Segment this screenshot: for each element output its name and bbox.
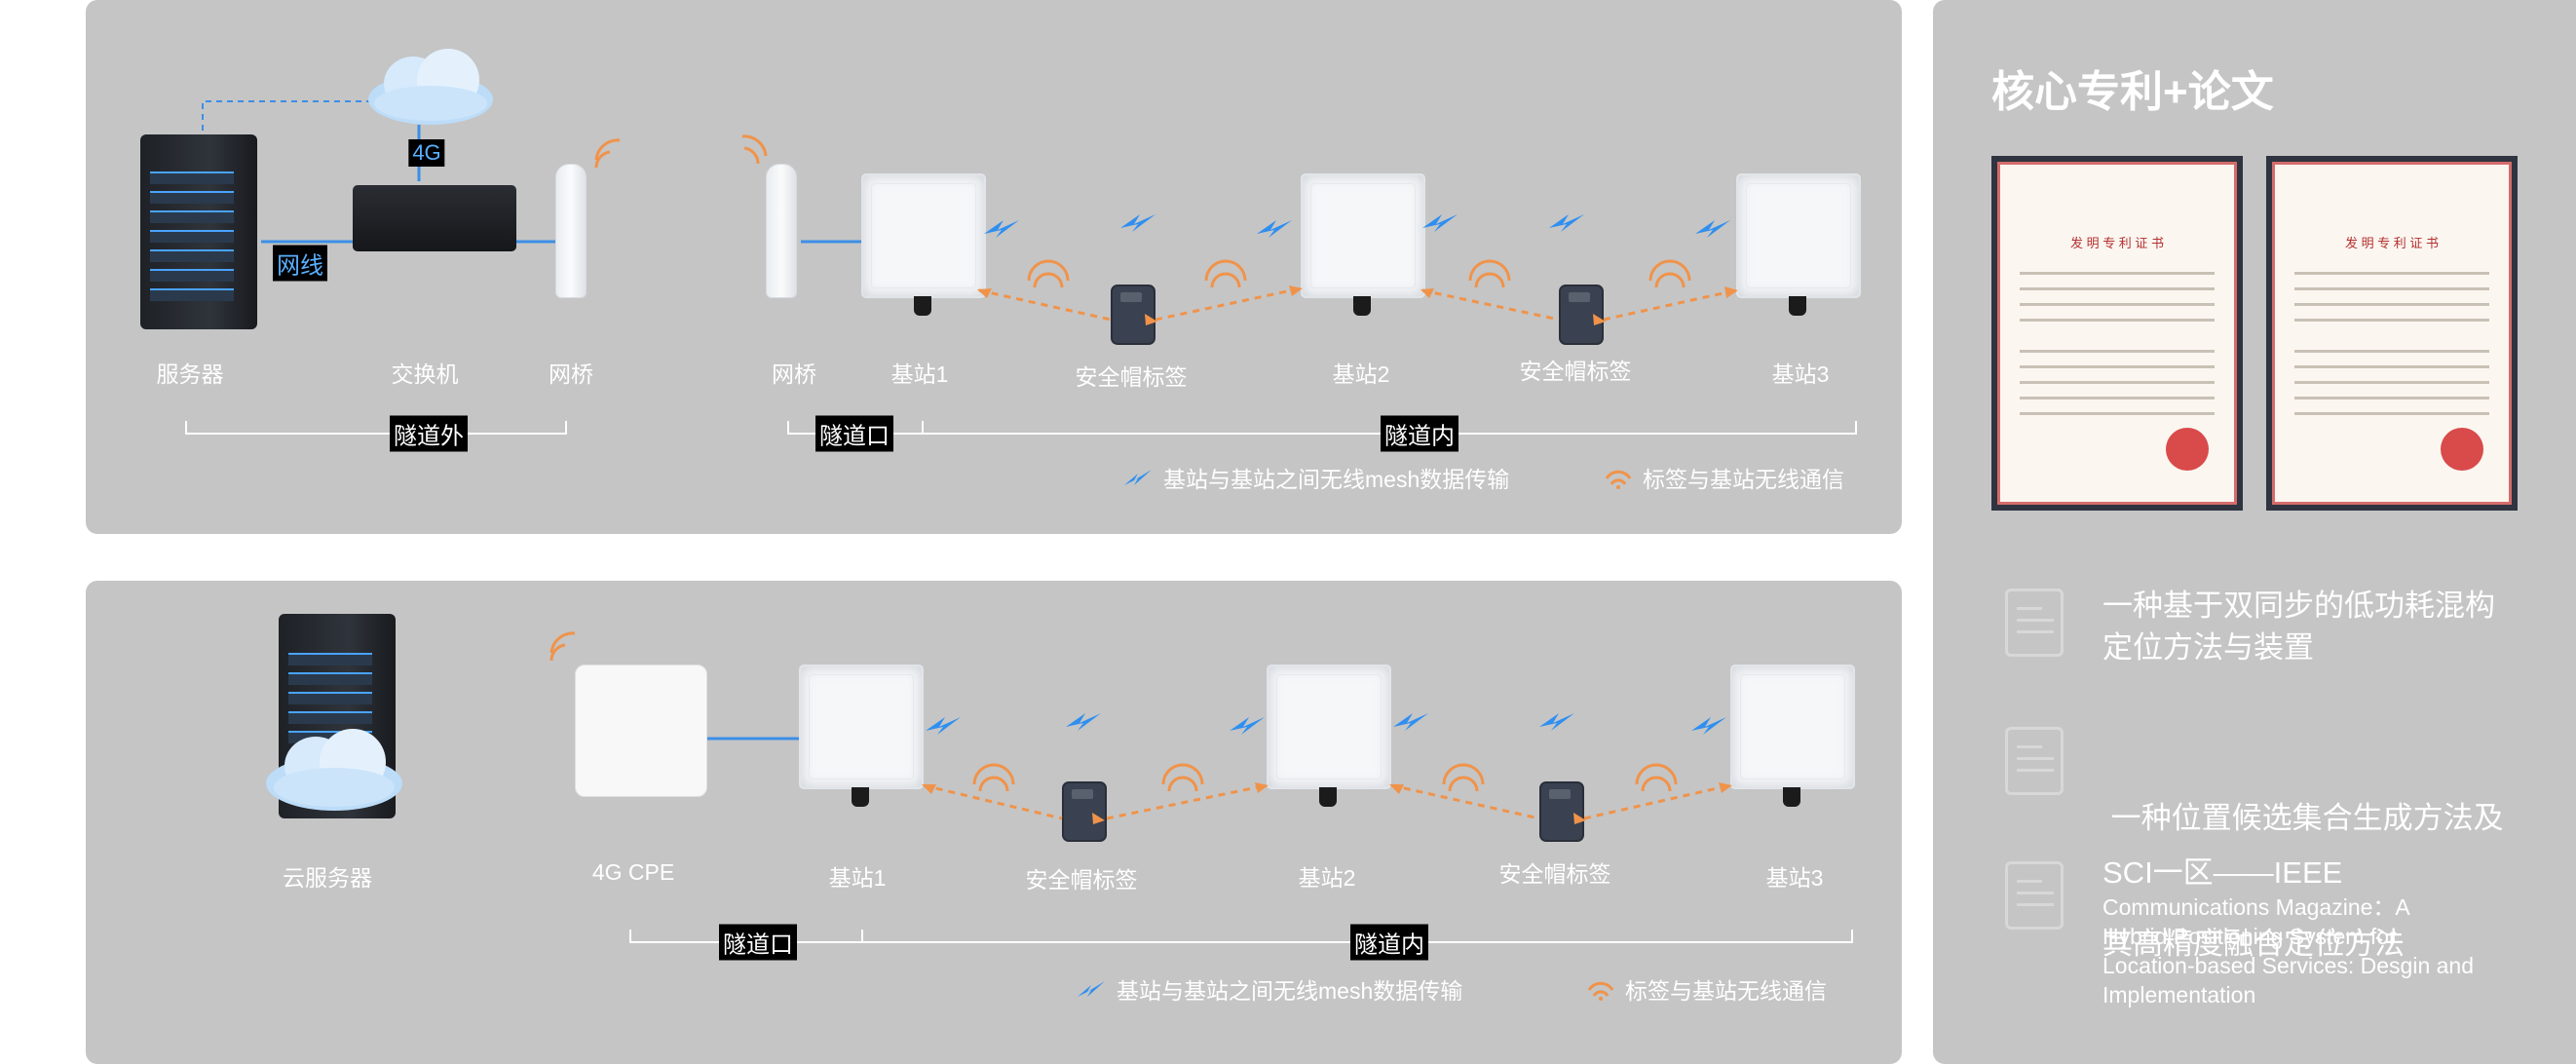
bridge-out-icon [555,164,587,298]
paper-title: Communications Magazine：A Hybrid Positio… [2102,893,2474,1009]
top-helmet-tag-2-icon [1559,285,1604,345]
bottom-label-bs3: 基站3 [1765,865,1824,891]
cable-link-label: 网线 [273,245,327,282]
top-station-2-icon [1301,173,1425,316]
top-segment-outside: 隧道外 [390,415,468,452]
mesh-icon [1124,470,1152,485]
paper-line-3: Hybrid Positioning System for [2102,924,2397,949]
document-icon [2005,589,2064,657]
top-label-bridge-in: 网桥 [772,361,816,387]
top-legend-mesh: 基站与基站之间无线mesh数据传输 [1124,461,1509,494]
patent-2-line-2: 其高精度融合定位方法 [2102,927,2405,961]
top-label-bs1: 基站1 [890,361,949,387]
top-bracket-tunnel [787,421,1857,435]
document-icon [2005,727,2064,795]
mesh-icons [984,214,1730,238]
bottom-label-bs1: 基站1 [828,865,887,891]
top-segment-inside: 隧道内 [1381,415,1458,452]
bottom-station-2-icon [1267,665,1391,807]
certificate-heading: 发 明 专 利 证 书 [2344,236,2440,250]
patent-1-line-2: 定位方法与装置 [2102,630,2314,665]
paper-line-4: Location-based Services: Desgin and [2102,953,2475,978]
patent-2-line-1: 一种位置候选集合生成方法及 [2102,801,2504,835]
mesh-icons [926,713,1726,735]
top-bracket-divider [922,421,924,435]
top-bracket-outside [185,421,567,435]
wifi-icons [594,134,1691,288]
top-label-bs3: 基站3 [1771,361,1830,387]
seal-icon [2441,428,2483,471]
top-label-bs2: 基站2 [1332,361,1390,387]
wifi-icon [1587,981,1614,1001]
wifi-icons [549,631,1678,792]
top-station-3-icon [1736,173,1861,316]
patent-1-line-1: 一种基于双同步的低功耗混构 [2102,589,2495,623]
switch-icon [353,185,516,251]
patents-title: 核心专利+论文 [1991,68,2274,116]
legend-mesh-text: 基站与基站之间无线mesh数据传输 [1163,467,1510,492]
seal-icon [2166,428,2209,471]
top-label-server: 服务器 [156,361,224,387]
certificate-heading: 发 明 专 利 证 书 [2069,236,2165,250]
bottom-station-3-icon [1730,665,1855,807]
patent-1-title: 一种基于双同步的低功耗混构 定位方法与装置 [2102,585,2495,668]
top-label-bridge-out: 网桥 [549,361,593,387]
legend-tag-text: 标签与基站无线通信 [1625,978,1827,1004]
bridge-in-icon [766,164,797,298]
paper-journal: SCI一区——IEEE [2102,855,2343,890]
server-rack-icon [140,134,257,329]
cloud-icon [368,49,493,125]
top-legend-tag: 标签与基站无线通信 [1604,461,1844,494]
top-label-tag2: 安全帽标签 [1519,359,1632,384]
cpe-router-icon [575,665,707,797]
paper-line-5: Implementation [2102,982,2256,1007]
patent-2-title: 一种位置候选集合生成方法及 其高精度融合定位方法 [2102,713,2504,1007]
bottom-legend-mesh: 基站与基站之间无线mesh数据传输 [1078,972,1462,1006]
bottom-segment-entrance: 隧道口 [719,924,797,961]
4g-link-label: 4G [408,139,445,167]
top-segment-entrance: 隧道口 [815,415,893,452]
top-station-1-icon [861,173,986,316]
bottom-label-bs2: 基站2 [1298,865,1356,891]
top-label-tag1: 安全帽标签 [1075,364,1188,390]
bottom-label-cpe: 4G CPE [591,859,675,885]
cloud-icon [266,729,402,811]
bottom-label-cloud-server: 云服务器 [283,865,372,891]
bottom-legend-tag: 标签与基站无线通信 [1586,972,1827,1006]
bottom-segment-inside: 隧道内 [1350,924,1428,961]
legend-tag-text: 标签与基站无线通信 [1643,467,1844,492]
bottom-bracket-divider [861,930,863,943]
paper-line-2: Communications Magazine：A [2102,894,2410,920]
bottom-bracket-tunnel [629,930,1853,943]
top-label-switch: 交换机 [391,361,459,387]
bottom-station-1-icon [799,665,924,807]
bottom-label-tag2: 安全帽标签 [1498,861,1611,887]
patent-certificate-2: 发 明 专 利 证 书 [2266,156,2518,511]
bottom-helmet-tag-2-icon [1539,781,1584,842]
legend-mesh-text: 基站与基站之间无线mesh数据传输 [1117,978,1463,1004]
bottom-label-tag1: 安全帽标签 [1025,867,1138,893]
document-icon [2005,861,2064,930]
bottom-helmet-tag-1-icon [1062,781,1107,842]
wifi-icon [1605,470,1632,489]
top-helmet-tag-1-icon [1111,285,1155,345]
mesh-icon [1078,981,1105,997]
patent-certificate-1: 发 明 专 利 证 书 [1991,156,2243,511]
